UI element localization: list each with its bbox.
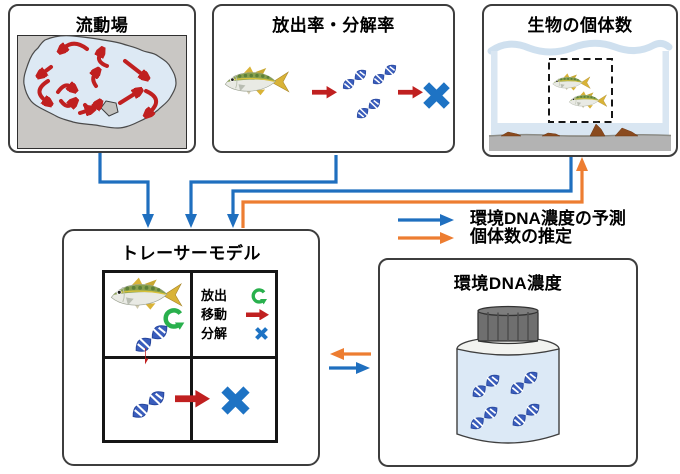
red-arrow-icon [175,390,210,408]
tracer-grid: 放出 移動 分解 [102,270,278,443]
dna-icon [369,60,400,89]
edna-title: 環境DNA濃度 [453,274,563,293]
water-band [491,123,669,135]
tracer-model-title: トレーサーモデル [121,244,261,263]
population-panel: 生物の個体数 [482,4,678,157]
flow-field-map [17,35,187,149]
tracer-model-panel: トレーサーモデル 放出 移動 [62,229,320,466]
arrow-flow-to-tracer [98,153,154,228]
seabed-line [488,133,672,137]
dna-icon [126,382,171,427]
sample-bottle-icon [456,305,560,444]
blue-x-icon [426,85,447,106]
rates-panel: 放出率・分解率 [212,4,455,153]
grid-line [105,356,275,359]
seabed [489,135,671,151]
fish-icon [568,91,608,109]
dna-icon [339,65,370,94]
dna-icon [353,94,384,123]
red-arrow-icon [398,86,423,99]
population-title: 生物の個体数 [527,16,633,35]
bottle-body [456,348,560,444]
rates-title: 放出率・分解率 [272,16,395,35]
legend-label-prediction: 環境DNA濃度の予測 [470,209,626,228]
blue-x-icon [254,326,269,341]
process-legend-row: 分解 [201,324,269,343]
population-illustration [487,39,673,151]
process-legend: 放出 移動 分解 [201,286,269,343]
sampling-area-dashed-box [548,58,613,123]
process-legend-row: 放出 [201,286,269,305]
flow-arrow-icons [39,41,158,113]
green-cycle-arrow-icon [249,286,269,306]
process-legend-row: 移動 [201,305,269,324]
water-edge [662,51,669,131]
blue-x-icon [219,384,252,417]
legend-label-estimation: 個体数の推定 [470,227,572,246]
rates-illustration [224,60,453,123]
water-edge [491,51,498,131]
red-arrow-icon [246,309,269,321]
arrow-rates-to-tracer [185,155,338,228]
fish-icon [552,73,591,91]
process-label-transport: 移動 [201,307,228,322]
seabed-rock-icons [500,123,639,137]
arrow-population-to-tracer [227,157,573,228]
edna-panel: 環境DNA濃度 [378,258,638,467]
fish-icon [224,65,290,96]
process-label-decay: 分解 [201,326,228,341]
water-wave-icon [487,39,673,56]
red-arrow-icon [312,86,337,99]
flow-field-panel: 流動場 [8,4,196,153]
process-label-release: 放出 [201,288,228,303]
red-arrow-down-icon [145,347,163,385]
flow-field-title: 流動場 [75,16,129,35]
bottle-cap [477,305,539,345]
